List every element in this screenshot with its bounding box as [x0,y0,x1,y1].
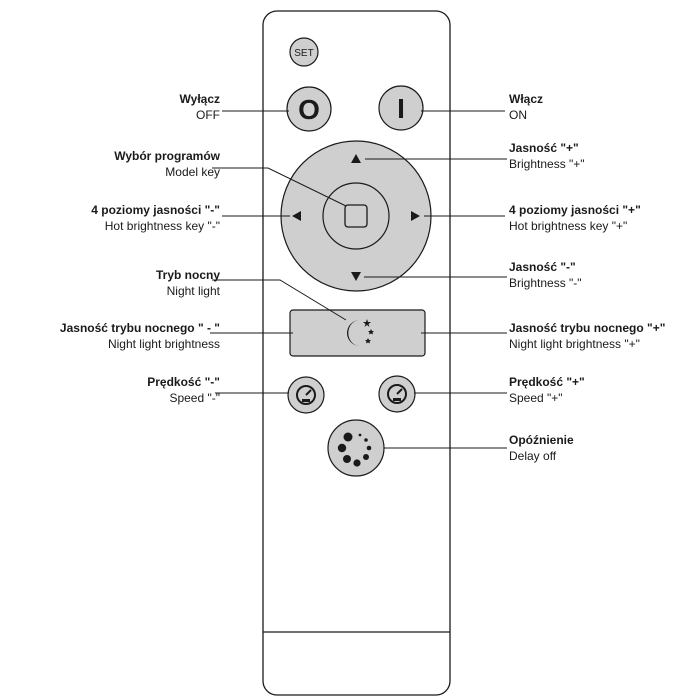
label-on-en: ON [509,108,527,122]
arrow-left-icon[interactable] [292,211,301,221]
label-night-minus-pl: Jasność trybu nocnego " - " [59,321,220,335]
label-bright-down-pl: Jasność "-" [509,260,576,274]
label-night-light-en: Night light [166,284,220,298]
label-off-pl: Wyłącz [179,92,220,106]
night-light-button[interactable] [289,309,426,357]
on-symbol: I [397,93,405,124]
label-night-plus-en: Night light brightness "+" [509,337,640,351]
off-button[interactable]: O [286,86,332,132]
label-off-en: OFF [196,108,220,122]
label-model-key-pl: Wybór programów [114,149,220,163]
label-bright-up-en: Brightness "+" [509,157,585,171]
label-delay-off-pl: Opóźnienie [509,433,574,447]
label-speed-minus: Prędkość "-" Speed "-" [147,374,220,406]
label-hot-minus: 4 poziomy jasności "-" Hot brightness ke… [91,202,220,234]
set-button-label: SET [294,48,313,59]
label-speed-plus: Prędkość "+" Speed "+" [509,374,585,406]
label-delay-off-en: Delay off [509,449,557,463]
on-button[interactable]: I [378,85,424,131]
label-hot-minus-pl: 4 poziomy jasności "-" [91,203,220,217]
label-bright-up-pl: Jasność "+" [509,141,579,155]
label-hot-plus: 4 poziomy jasności "+" Hot brightness ke… [509,202,641,234]
delay-off-button[interactable] [327,419,385,477]
moon-stars-icon [347,319,374,346]
label-on-pl: Włącz [509,92,544,106]
model-key-button[interactable] [344,204,368,228]
speedometer-icon [387,384,407,404]
label-hot-minus-en: Hot brightness key "-" [104,219,220,233]
label-delay-off: Opóźnienie Delay off [509,432,574,464]
label-night-light: Tryb nocny Night light [156,267,220,299]
label-bright-down-en: Brightness "-" [509,276,582,290]
label-off: Wyłącz OFF [180,91,220,123]
spinner-dots-icon [337,432,372,467]
label-night-minus-en: Night light brightness [107,337,220,351]
label-model-key: Wybór programów Model key [114,148,220,180]
label-speed-minus-pl: Prędkość "-" [147,375,220,389]
off-symbol: O [298,94,320,125]
label-speed-plus-pl: Prędkość "+" [509,375,585,389]
label-hot-plus-en: Hot brightness key "+" [509,219,628,233]
leader-lines [210,110,507,449]
label-hot-plus-pl: 4 poziomy jasności "+" [509,203,641,217]
arrow-right-icon[interactable] [411,211,420,221]
dpad[interactable] [280,140,432,292]
arrow-up-icon[interactable] [351,154,361,163]
label-speed-plus-en: Speed "+" [509,391,563,405]
label-night-light-pl: Tryb nocny [155,268,220,282]
label-night-minus: Jasność trybu nocnego " - " Night light … [60,320,220,352]
set-button[interactable]: SET [289,37,319,67]
label-bright-up: Jasność "+" Brightness "+" [509,140,585,172]
label-speed-minus-en: Speed "-" [169,391,220,405]
label-bright-down: Jasność "-" Brightness "-" [509,259,582,291]
label-model-key-en: Model key [165,165,220,179]
label-night-plus-pl: Jasność trybu nocnego "+" [509,321,666,335]
arrow-down-icon[interactable] [351,272,361,281]
label-night-plus: Jasność trybu nocnego "+" Night light br… [509,320,665,352]
label-on: Włącz ON [509,91,543,123]
speedometer-icon [296,385,316,405]
